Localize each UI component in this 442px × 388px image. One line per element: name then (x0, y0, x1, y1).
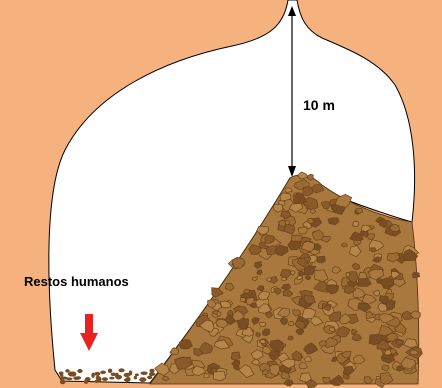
floor-stone (148, 376, 152, 378)
floor-stone (111, 373, 116, 376)
floor-stone (141, 372, 148, 375)
floor-stone (96, 376, 100, 380)
human-remains-label: Restos humanos (24, 274, 129, 289)
rubble-stone (298, 227, 307, 234)
floor-stone (149, 372, 155, 375)
rubble-stone (308, 174, 314, 180)
floor-stone (115, 375, 122, 379)
rubble-stone (319, 341, 326, 347)
rubble-stone (358, 273, 367, 279)
floor-stone (78, 369, 83, 373)
floor-stone (60, 374, 63, 377)
floor-stone (100, 371, 105, 374)
floor-stone (135, 374, 139, 376)
rubble-stone (317, 256, 325, 263)
floor-stone (95, 380, 99, 383)
floor-stone (119, 369, 125, 372)
floor-stone (109, 377, 114, 379)
floor-stone (124, 373, 130, 377)
rubble-stone (346, 272, 351, 277)
floor-stone (125, 378, 128, 383)
rubble-stone (288, 336, 294, 340)
rubble-stone (305, 257, 311, 262)
floor-stone (60, 380, 65, 384)
floor-stone (92, 373, 95, 378)
floor-stone (139, 378, 146, 382)
floor-stone (76, 377, 81, 380)
floor-stone (102, 378, 108, 381)
rubble-stone (353, 221, 359, 227)
floor-stone (61, 377, 68, 380)
floor-stone (150, 369, 155, 372)
rubble-stone (413, 272, 420, 278)
floor-stone (94, 372, 100, 375)
floor-stone (84, 380, 88, 384)
rubble-stone (241, 298, 246, 303)
rubble-stone (214, 371, 226, 381)
floor-stone (134, 376, 137, 379)
floor-stone (66, 369, 70, 372)
floor-stone (71, 372, 76, 377)
floor-stone (108, 369, 112, 373)
depth-label: 10 m (303, 97, 335, 113)
